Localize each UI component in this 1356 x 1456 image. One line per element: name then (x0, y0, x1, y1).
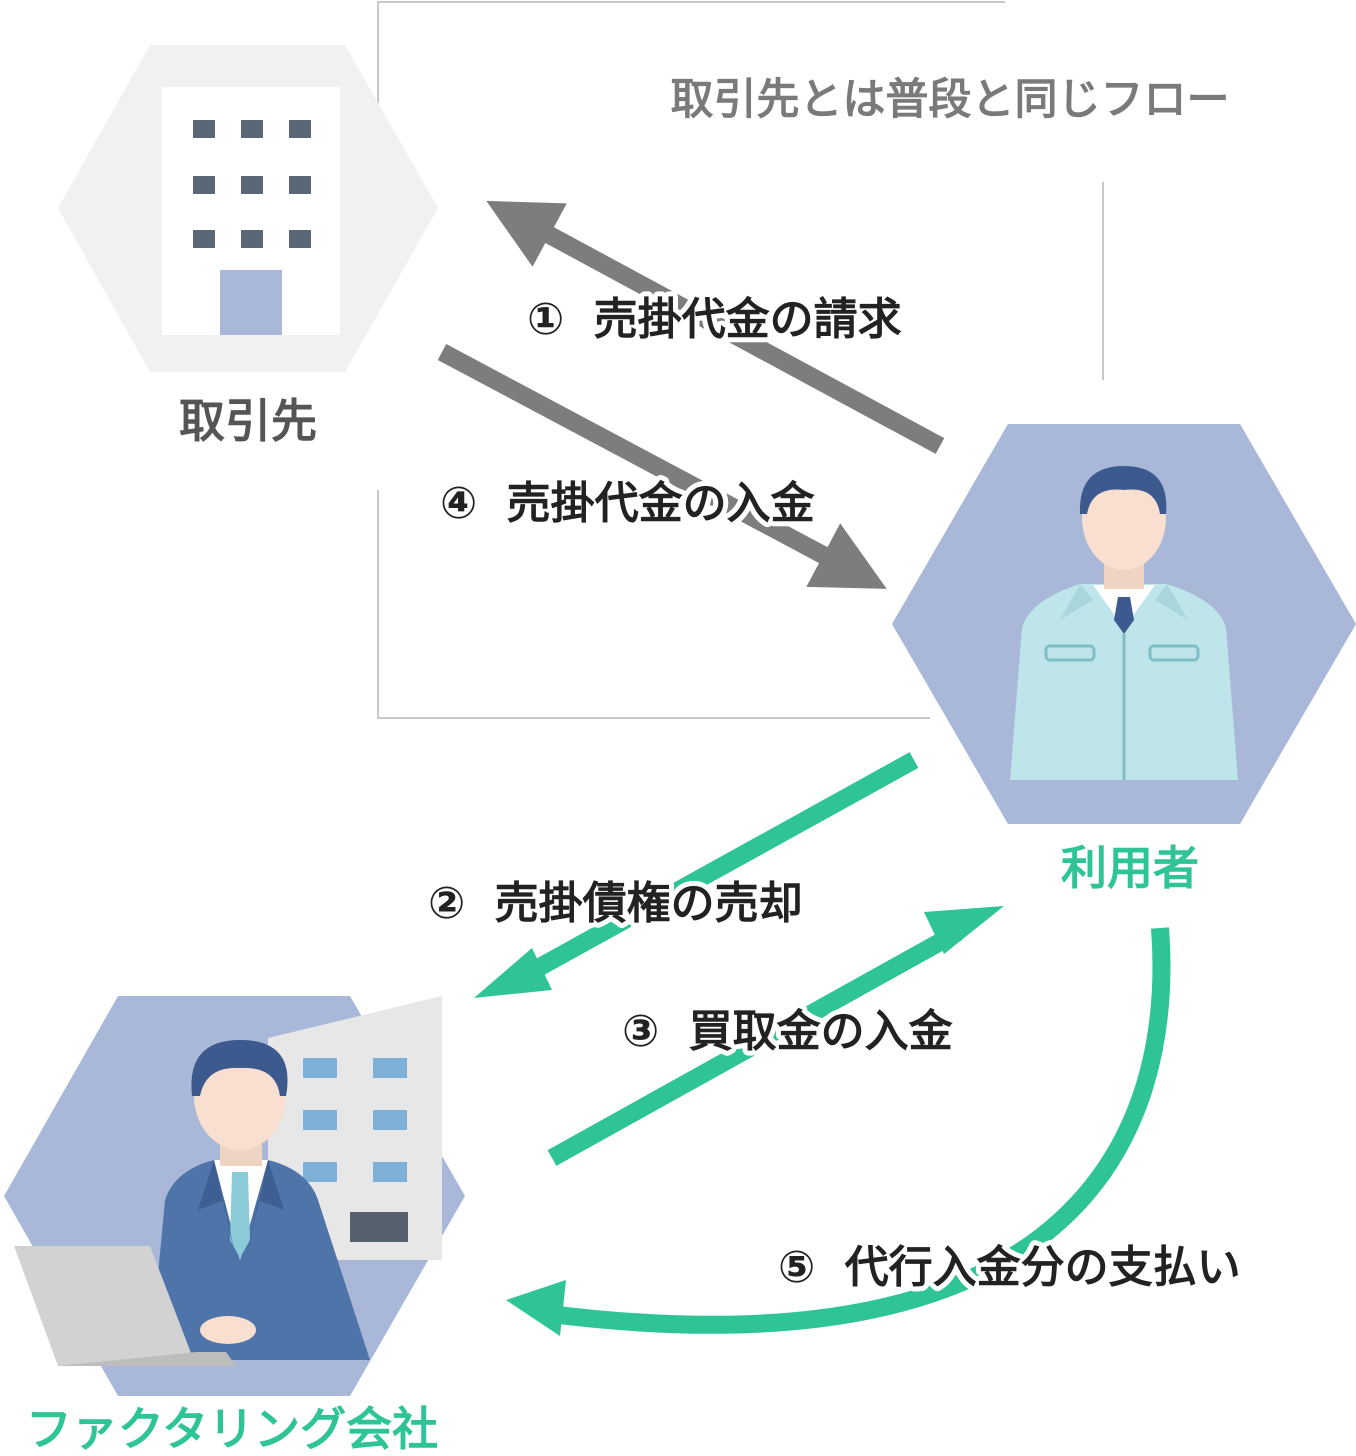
flow-title: 取引先とは普段と同じフロー (671, 75, 1230, 125)
svg-text:③ 買取金の入金: ③ 買取金の入金 (622, 1006, 954, 1057)
client-node: 取引先 (58, 45, 438, 448)
svg-text:② 売掛債権の売却: ② 売掛債権の売却 (428, 878, 803, 929)
factoring-node: ファクタリング会社 (4, 996, 465, 1456)
step-2-number: ② (428, 878, 465, 929)
user-label: 利用者 (1061, 841, 1199, 895)
building-icon (162, 87, 340, 335)
arrow-sell-receivables (474, 752, 919, 998)
arrow-payment-in (437, 344, 887, 589)
step-3-number: ③ (622, 1006, 659, 1057)
step-3-label: ③ 買取金の入金 (617, 1001, 959, 1062)
arrow-proxy-payment (506, 927, 1171, 1336)
step-4-label: ④ 売掛代金の入金 (435, 473, 821, 534)
svg-text:① 売掛代金の請求: ① 売掛代金の請求 (527, 294, 902, 345)
step-5-text: 代行入金分の支払い (844, 1242, 1241, 1293)
step-3-text: 買取金の入金 (689, 1006, 954, 1057)
step-2-label: ② 売掛債権の売却 (423, 873, 808, 934)
step-4-number: ④ (440, 478, 477, 529)
step-2-text: 売掛債権の売却 (495, 878, 803, 929)
flow-bracket-bottom (377, 490, 930, 719)
businessman-icon (150, 1040, 370, 1360)
worker-icon (1010, 466, 1238, 780)
factoring-label: ファクタリング会社 (26, 1402, 438, 1456)
step-5-label: ⑤ 代行入金分の支払い (773, 1237, 1246, 1298)
arrow-purchase-payment (547, 906, 1004, 1166)
step-4-text: 売掛代金の入金 (507, 478, 816, 529)
user-node: 利用者 (892, 424, 1356, 895)
step-5-number: ⑤ (778, 1242, 815, 1293)
arrow-invoice (486, 200, 945, 454)
client-label: 取引先 (179, 394, 317, 448)
step-1-text: 売掛代金の請求 (594, 294, 902, 345)
step-1-label: ① 売掛代金の請求 (522, 289, 907, 350)
step-1-number: ① (527, 294, 564, 345)
svg-text:④ 売掛代金の入金: ④ 売掛代金の入金 (440, 478, 816, 529)
svg-text:⑤ 代行入金分の支払い: ⑤ 代行入金分の支払い (778, 1242, 1241, 1293)
laptop-icon (14, 1246, 256, 1366)
